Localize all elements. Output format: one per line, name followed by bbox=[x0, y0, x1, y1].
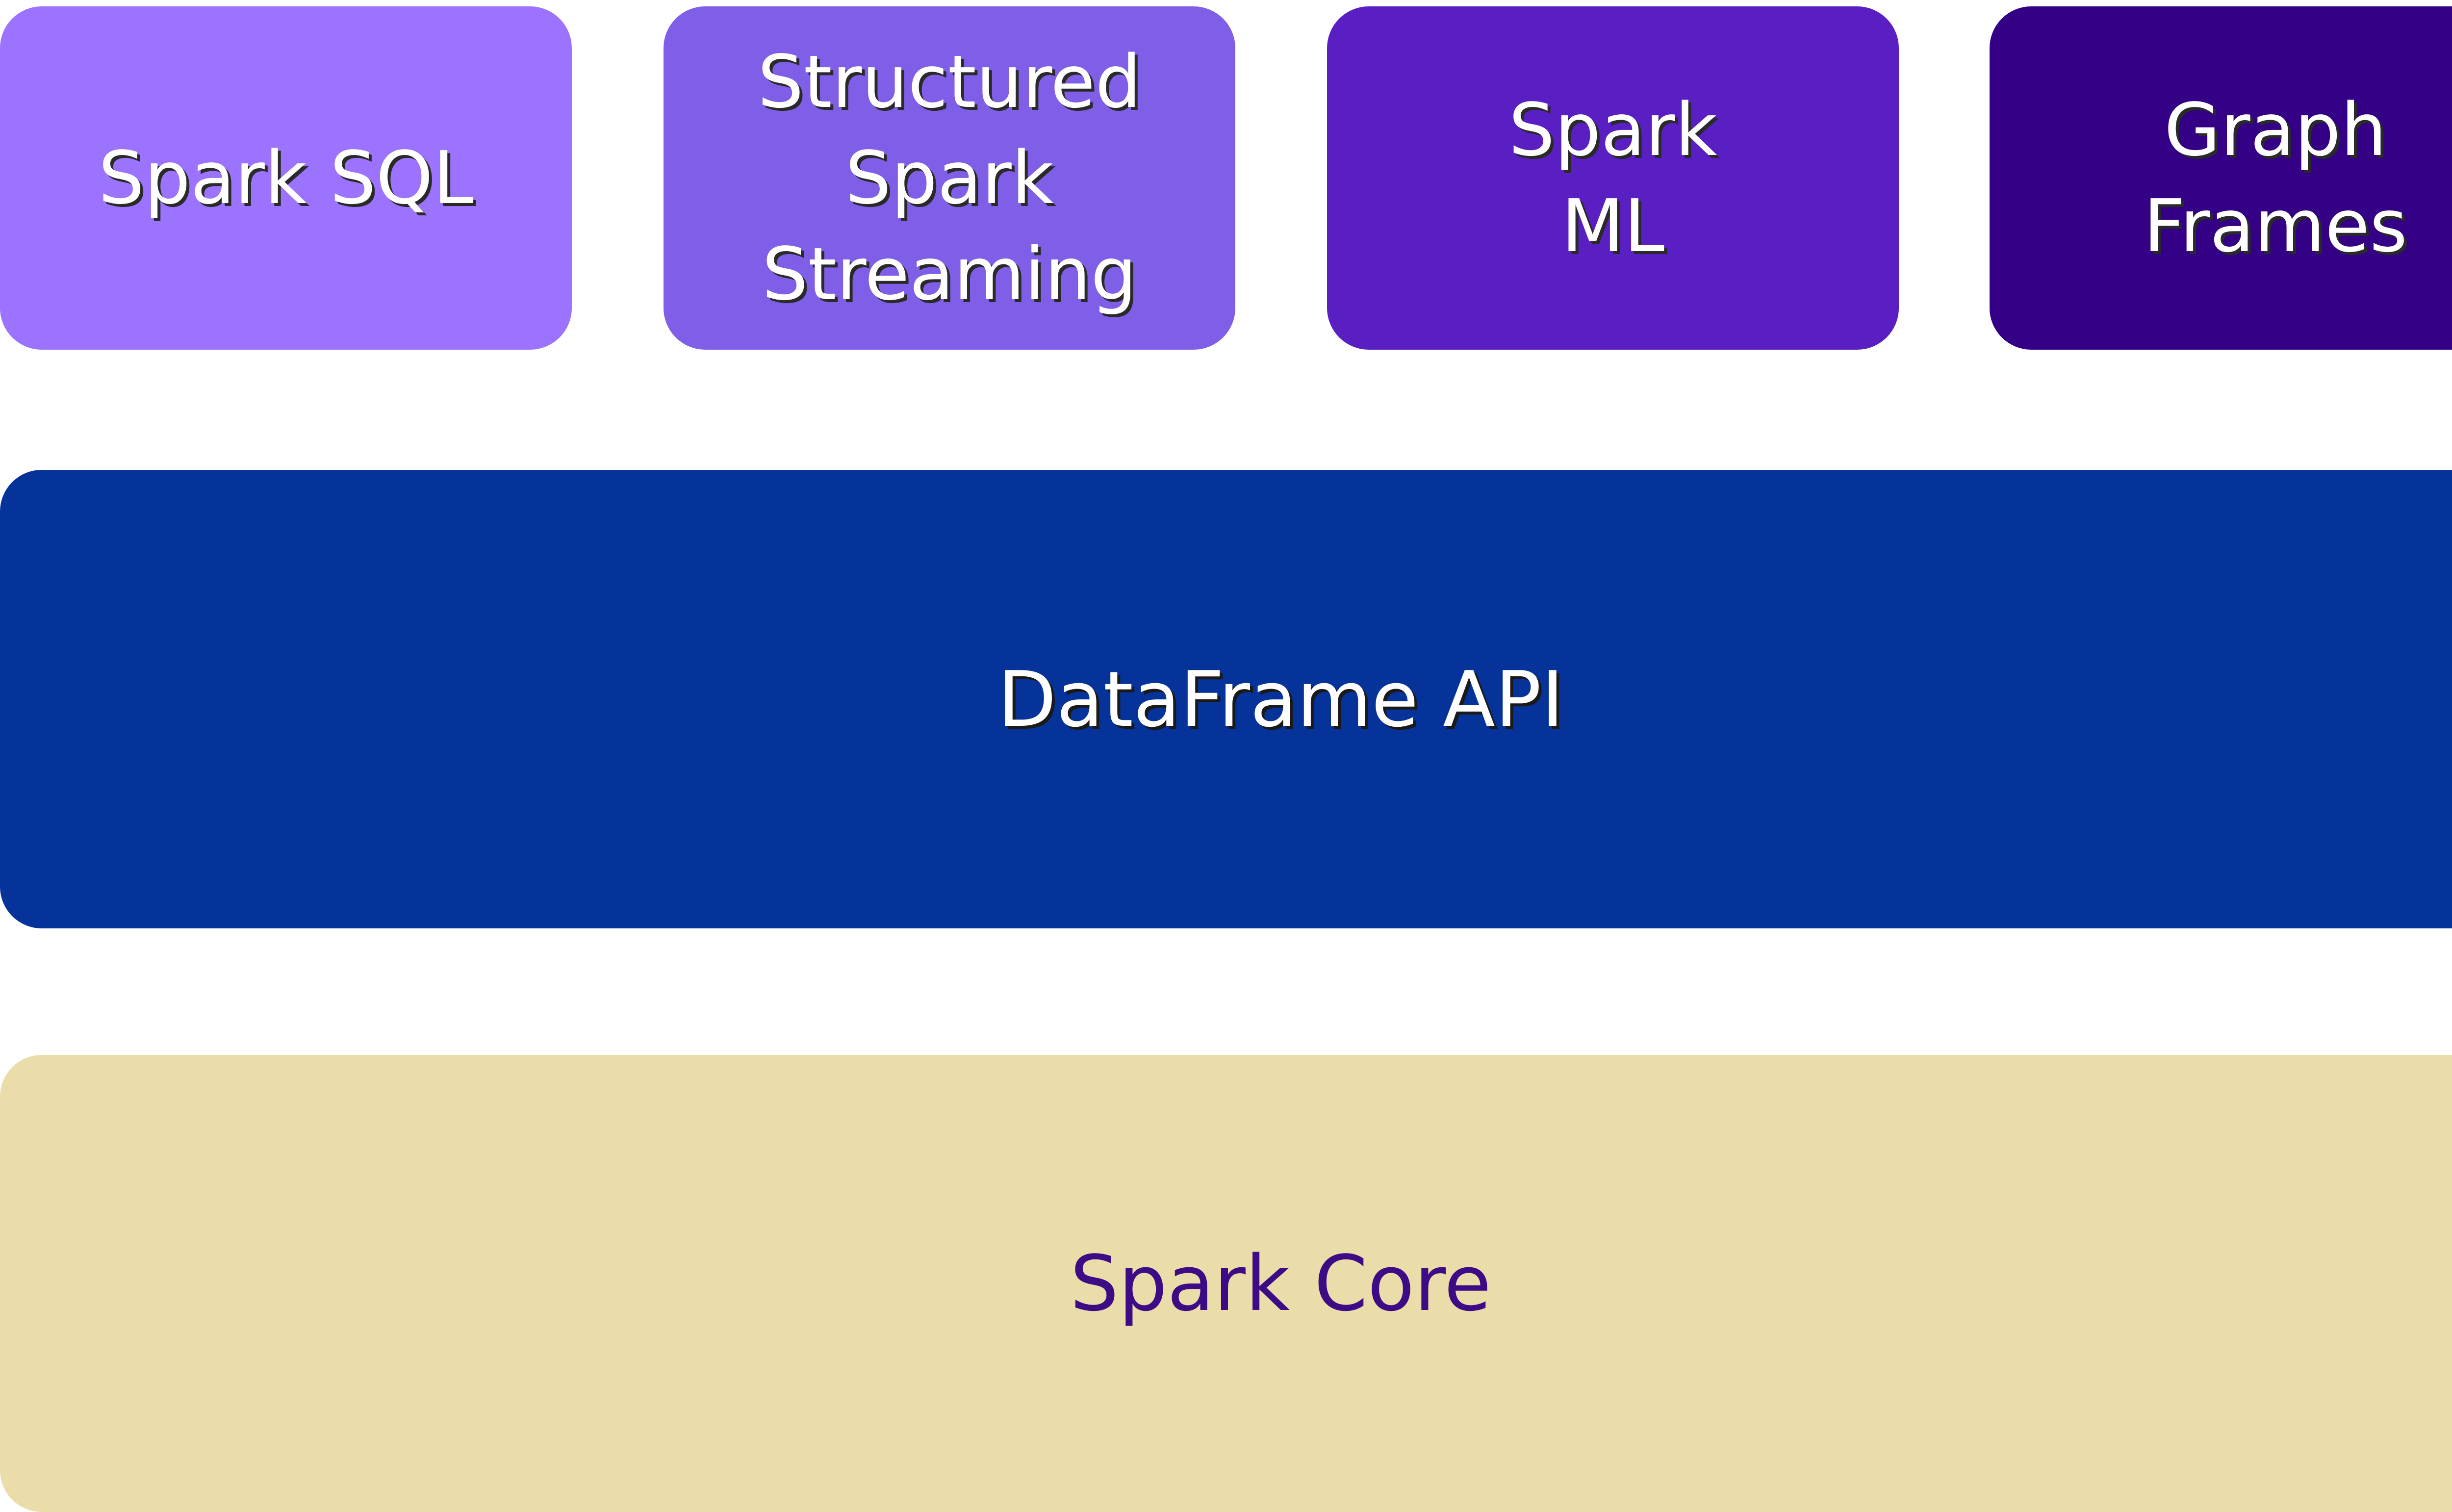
spark-ml-label: Spark ML bbox=[1508, 82, 1717, 274]
spark-sql-box: Spark SQL bbox=[0, 6, 572, 350]
dataframe-api-label: DataFrame API bbox=[997, 654, 1564, 744]
dataframe-api-box: DataFrame API bbox=[0, 470, 2452, 928]
spark-sql-label: Spark SQL bbox=[98, 136, 474, 220]
spark-ml-line-1: Spark bbox=[1508, 88, 1717, 172]
graph-frames-label: Graph Frames bbox=[2144, 82, 2407, 274]
graph-frames-box: Graph Frames bbox=[1990, 6, 2452, 350]
spark-ml-box: Spark ML bbox=[1327, 6, 1899, 350]
structured-streaming-line-1: Structured bbox=[757, 40, 1142, 124]
spark-core-box: Spark Core bbox=[0, 1055, 2452, 1512]
graph-frames-line-1: Graph bbox=[2164, 88, 2387, 172]
structured-streaming-line-3: Streaming bbox=[762, 232, 1137, 316]
spark-ml-line-2: ML bbox=[1561, 184, 1665, 268]
spark-core-label: Spark Core bbox=[1070, 1239, 1491, 1328]
structured-streaming-label: Structured Spark Streaming bbox=[758, 34, 1141, 322]
structured-streaming-box: Structured Spark Streaming bbox=[664, 6, 1235, 350]
structured-streaming-line-2: Spark bbox=[845, 136, 1054, 220]
graph-frames-line-2: Frames bbox=[2143, 184, 2408, 268]
